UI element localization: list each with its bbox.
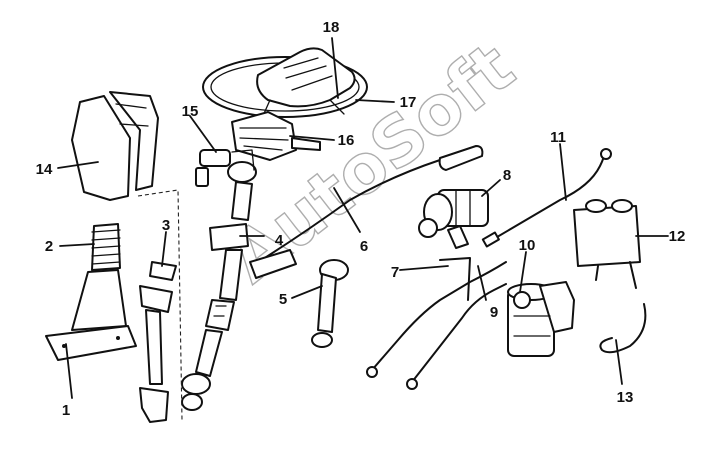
steering-gear-box[interactable] [507,281,575,357]
callout-6: 6 [360,238,368,255]
callout-16: 16 [338,132,355,149]
return-hose[interactable] [599,303,647,354]
callout-11: 11 [550,129,566,146]
column-cover[interactable] [71,91,183,421]
callout-15: 15 [182,103,199,120]
pitman-arm[interactable] [311,259,349,348]
callout-13: 13 [617,389,634,406]
callout-3: 3 [162,217,170,234]
callout-2: 2 [45,238,53,255]
power-steering-pump[interactable] [418,189,489,249]
lower-shaft[interactable] [139,261,177,423]
callout-17: 17 [400,94,417,111]
callout-7: 7 [391,264,399,281]
hose-11[interactable] [481,148,612,248]
leader-lines [57,37,669,399]
steering-wheel[interactable] [202,47,368,119]
steering-column-shaft[interactable] [181,181,253,411]
callout-8: 8 [503,167,511,184]
pipe-lines[interactable] [366,257,507,390]
hose-6[interactable] [249,145,484,279]
bellows-boot[interactable] [91,223,121,271]
callout-4: 4 [275,232,284,249]
callout-12: 12 [669,228,686,245]
callout-18: 18 [323,19,340,36]
callout-labels: 1 2 3 4 5 6 7 8 9 10 11 12 13 14 15 16 1… [36,19,686,419]
callout-10: 10 [519,237,536,254]
callout-1: 1 [62,402,70,419]
callout-9: 9 [490,304,498,321]
callout-5: 5 [279,291,287,308]
fluid-reservoir[interactable] [573,199,641,289]
floor-mount-housing[interactable] [45,269,137,361]
callout-14: 14 [36,161,53,178]
